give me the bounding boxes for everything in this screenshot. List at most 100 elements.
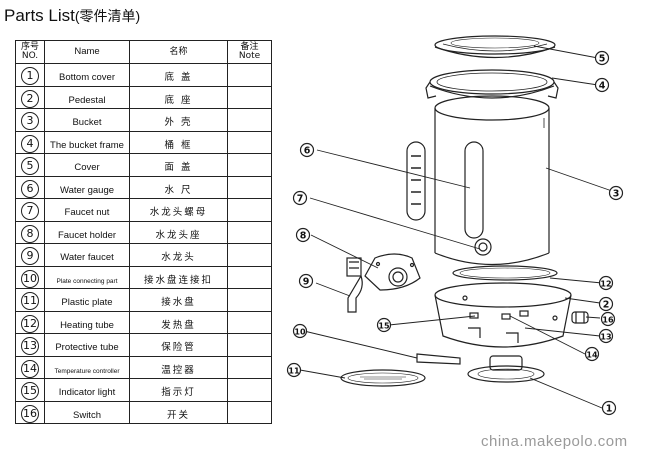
row-name-zh: 保险管 bbox=[129, 333, 228, 357]
name-zh-text: 接水盘 bbox=[161, 297, 196, 309]
name-en-text: Faucet nut bbox=[64, 207, 110, 219]
name-en-text: Water gauge bbox=[59, 184, 115, 196]
row-name-zh: 水 尺 bbox=[129, 175, 228, 199]
number-circle: 10 bbox=[21, 269, 39, 288]
callout-13: 13 bbox=[598, 328, 614, 344]
callout-label: 8 bbox=[300, 231, 307, 242]
header-name-zh: 名称 bbox=[129, 40, 228, 64]
name-zh-text: 水龙头座 bbox=[155, 229, 202, 241]
name-zh-text: 水 尺 bbox=[164, 184, 193, 196]
row-note bbox=[227, 288, 272, 312]
callout-6: 6 bbox=[299, 142, 315, 158]
name-en-text: Plastic plate bbox=[61, 297, 113, 309]
name-zh-text: 发热盘 bbox=[161, 319, 196, 331]
row-name-zh: 水龙头座 bbox=[129, 220, 228, 244]
callout-15: 15 bbox=[376, 317, 392, 333]
table-row: 10 Plate connecting part 接水盘连接扣 bbox=[15, 265, 272, 289]
row-note bbox=[227, 265, 272, 289]
callout-5: 5 bbox=[594, 50, 610, 66]
table-row: 11 Plastic plate 接水盘 bbox=[15, 288, 272, 312]
callout-label: 7 bbox=[297, 194, 304, 205]
row-name-zh: 开关 bbox=[129, 400, 228, 424]
header-no-en: NO. bbox=[21, 51, 39, 61]
row-name-zh: 温控器 bbox=[129, 355, 228, 379]
row-name-zh: 面 盖 bbox=[129, 153, 228, 177]
row-name-en: The bucket frame bbox=[44, 130, 130, 154]
number-circle: 16 bbox=[21, 404, 39, 423]
name-en-text: Protective tube bbox=[55, 342, 119, 354]
row-number: 12 bbox=[15, 310, 45, 334]
callout-label: 12 bbox=[600, 280, 611, 289]
row-number: 14 bbox=[15, 355, 45, 379]
callout-label: 11 bbox=[288, 367, 300, 376]
number-circle: 14 bbox=[21, 359, 39, 378]
name-en-text: Bottom cover bbox=[59, 72, 115, 84]
title-en: Parts List bbox=[4, 6, 75, 25]
callout-label: 13 bbox=[600, 333, 611, 342]
row-name-en: Bucket bbox=[44, 108, 130, 132]
row-note bbox=[227, 355, 272, 379]
row-number: 16 bbox=[15, 400, 45, 424]
row-number: 7 bbox=[15, 198, 45, 222]
name-en-text: Cover bbox=[74, 162, 100, 174]
number-circle: 11 bbox=[21, 292, 39, 311]
row-name-en: Temperature controller bbox=[44, 355, 130, 379]
name-en-text: Faucet holder bbox=[57, 229, 117, 241]
name-zh-text: 指示灯 bbox=[161, 387, 196, 399]
name-zh-text: 保险管 bbox=[161, 342, 196, 354]
row-name-en: Plate connecting part bbox=[44, 265, 130, 289]
row-name-zh: 接水盘 bbox=[129, 288, 228, 312]
row-name-en: Indicator light bbox=[44, 378, 130, 402]
bottom-cover-drawing bbox=[467, 355, 545, 383]
name-zh-text: 接水盘连接扣 bbox=[143, 274, 213, 286]
name-zh-text: 外 壳 bbox=[164, 117, 193, 129]
name-en-text: Switch bbox=[73, 409, 101, 421]
callout-label: 10 bbox=[294, 328, 306, 337]
leader-lines bbox=[299, 45, 613, 409]
page-title: Parts List(零件清单) bbox=[4, 6, 140, 26]
table-row: 5 Cover 面 盖 bbox=[15, 153, 272, 177]
row-note bbox=[227, 333, 272, 357]
row-number: 15 bbox=[15, 378, 45, 402]
callout-label: 14 bbox=[586, 351, 598, 360]
row-name-zh: 外 壳 bbox=[129, 108, 228, 132]
watermark: china.makepolo.com bbox=[481, 433, 628, 450]
name-zh-text: 面 盖 bbox=[164, 162, 193, 174]
row-number: 2 bbox=[15, 85, 45, 109]
callout-7: 7 bbox=[292, 190, 308, 206]
number-circle: 9 bbox=[21, 247, 39, 266]
name-en-text: Heating tube bbox=[60, 319, 114, 331]
table-row: 9 Water faucet 水龙头 bbox=[15, 243, 272, 267]
row-number: 8 bbox=[15, 220, 45, 244]
row-name-en: Switch bbox=[44, 400, 130, 424]
header-no-zh: 序号 bbox=[20, 42, 39, 52]
callout-9: 9 bbox=[298, 273, 314, 289]
callout-label: 3 bbox=[613, 189, 620, 200]
row-name-en: Plastic plate bbox=[44, 288, 130, 312]
row-note bbox=[227, 85, 272, 109]
name-en-text: Pedestal bbox=[68, 94, 106, 106]
callout-label: 9 bbox=[303, 277, 310, 288]
callout-1: 1 bbox=[601, 400, 617, 416]
name-en-text: Plate connecting part bbox=[56, 277, 118, 285]
row-number: 5 bbox=[15, 153, 45, 177]
name-zh-text: 水龙头 bbox=[161, 252, 196, 264]
row-name-en: Protective tube bbox=[44, 333, 130, 357]
name-en-text: Indicator light bbox=[58, 387, 116, 399]
callout-10: 10 bbox=[292, 323, 308, 339]
row-note bbox=[227, 400, 272, 424]
switch-drawing bbox=[571, 311, 589, 324]
row-name-en: Water faucet bbox=[44, 243, 130, 267]
name-zh-text: 底 座 bbox=[164, 94, 193, 106]
callout-label: 16 bbox=[602, 316, 614, 325]
number-circle: 8 bbox=[21, 224, 39, 243]
